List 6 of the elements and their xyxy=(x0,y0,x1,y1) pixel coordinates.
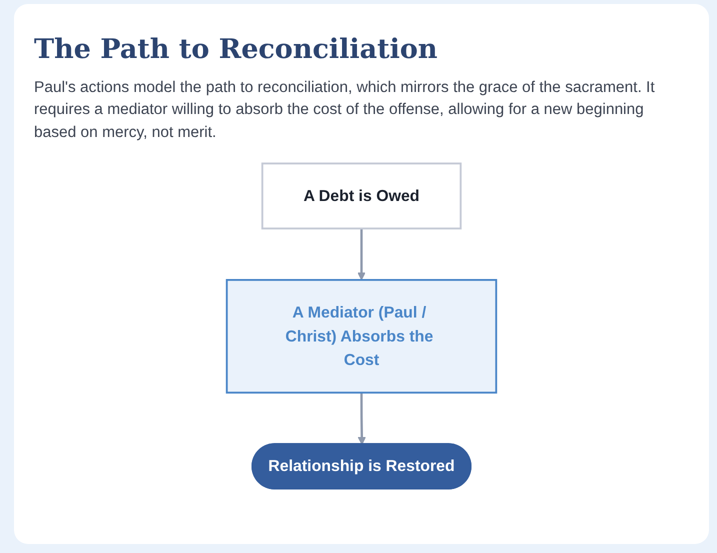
node-box: A Debt is Owed xyxy=(261,162,462,230)
arrow xyxy=(357,228,366,281)
description-paragraph: Paul's actions model the path to reconciliation, which mirrors the grace of the sacrament. It requires a mediator willing to absorb the cost of the offense, allowing for a new beginning based on mercy, not merit. xyxy=(34,78,656,143)
diagram-title: The Path to Reconciliation xyxy=(34,34,439,65)
arrow xyxy=(358,393,366,446)
node-box: A Mediator (Paul / Christ) Absorbs the Cost xyxy=(226,279,498,394)
